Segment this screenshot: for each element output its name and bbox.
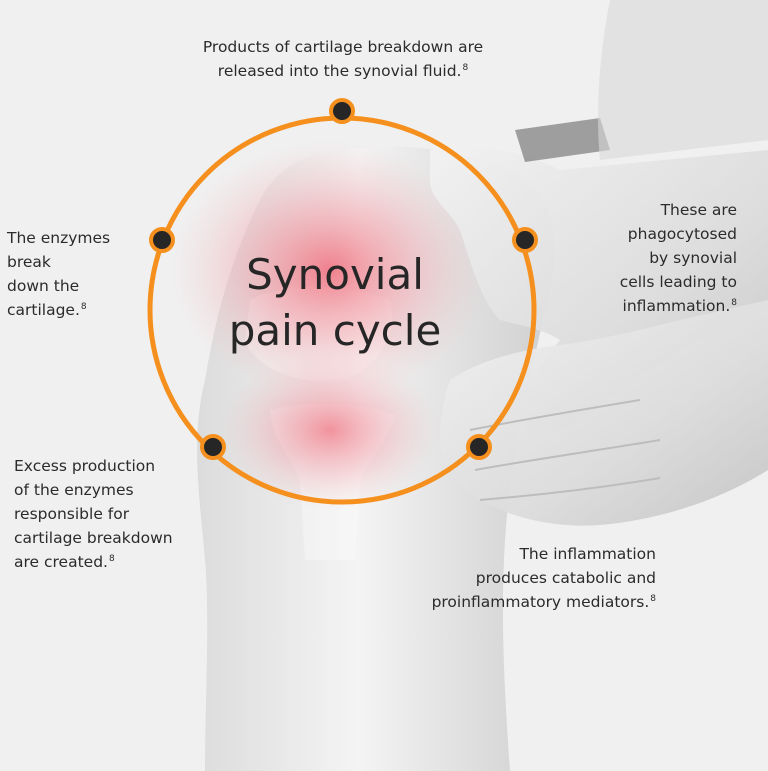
- step-top-line: Products of cartilage breakdown are: [202, 38, 484, 56]
- cycle-node-left-lower: [200, 434, 226, 460]
- reference-number: 8: [108, 553, 115, 564]
- step-left-lower-line: are created.8: [14, 553, 115, 571]
- step-left-upper-line: down the: [7, 277, 80, 295]
- step-label-left-upper: The enzymes break down the cartilage.8: [7, 226, 110, 322]
- step-top-line: released into the synovial fluid.8: [217, 62, 469, 80]
- step-left-lower-line: cartilage breakdown: [14, 529, 173, 547]
- wristwatch-band: [515, 118, 610, 162]
- finger-lines: [469, 399, 661, 501]
- step-right-upper-line: phagocytosed: [627, 225, 737, 243]
- step-label-right-upper: These are phagocytosed by synovial cells…: [560, 198, 737, 318]
- step-left-upper-line: break: [7, 253, 51, 271]
- step-right-lower-line: The inflammation: [519, 545, 656, 563]
- sleeve-shape: [598, 0, 768, 160]
- inflammation-glow-lower: [220, 350, 440, 510]
- cycle-node-right-upper: [512, 227, 538, 253]
- step-left-upper-line: The enzymes: [7, 229, 111, 247]
- step-right-upper-line: by synovial: [649, 249, 737, 267]
- reference-number: 8: [462, 62, 469, 73]
- step-right-upper-line: These are: [660, 201, 737, 219]
- cycle-title-line1: Synovial: [246, 250, 424, 299]
- lower-hand: [440, 300, 768, 526]
- cycle-title: Synovial pain cycle: [190, 247, 480, 359]
- cycle-node-left-upper: [149, 227, 175, 253]
- reference-number: 8: [731, 297, 737, 308]
- step-label-top: Products of cartilage breakdown are rele…: [0, 35, 686, 83]
- step-label-left-lower: Excess production of the enzymes respons…: [14, 454, 173, 574]
- upper-hand: [430, 146, 768, 434]
- step-right-lower-line: proinflammatory mediators.8: [431, 593, 656, 611]
- step-right-upper-line: inflammation.8: [622, 297, 737, 315]
- step-right-lower-line: produces catabolic and: [475, 569, 656, 587]
- step-left-lower-line: of the enzymes: [14, 481, 134, 499]
- cycle-node-right-lower: [466, 434, 492, 460]
- inflammation-glow-upper: [170, 140, 490, 400]
- reference-number: 8: [650, 593, 656, 604]
- step-right-upper-line: cells leading to: [619, 273, 737, 291]
- step-left-upper-line: cartilage.8: [7, 301, 87, 319]
- step-label-right-lower: The inflammation produces catabolic and …: [380, 542, 656, 614]
- cycle-title-line2: pain cycle: [228, 306, 442, 355]
- cycle-nodes: [149, 98, 538, 460]
- step-left-lower-line: Excess production: [14, 457, 156, 475]
- step-left-lower-line: responsible for: [14, 505, 130, 523]
- cycle-node-top: [329, 98, 355, 124]
- reference-number: 8: [80, 301, 87, 312]
